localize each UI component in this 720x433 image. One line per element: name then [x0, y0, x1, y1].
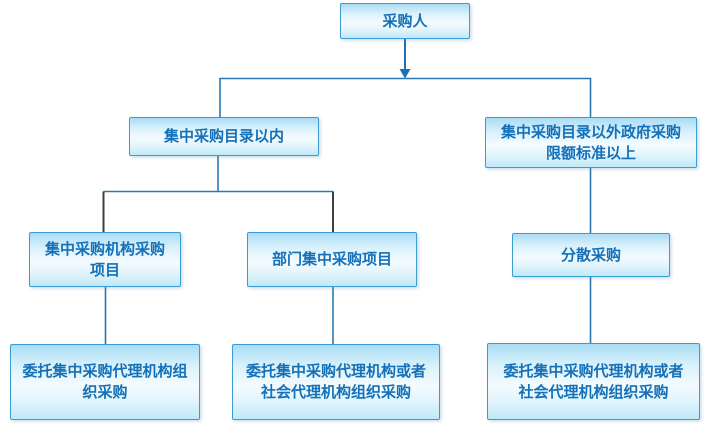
node-centralized-agency-project: 集中采购机构采购 项目	[29, 232, 181, 287]
node-entrust-agency-or-social-mid-label: 委托集中采购代理机构或者 社会代理机构组织采购	[245, 362, 426, 401]
node-entrust-centralized-agency: 委托集中采购代理机构组 织采购	[10, 344, 200, 420]
connector-within-split	[103, 156, 333, 193]
node-department-centralized-project: 部门集中采购项目	[247, 232, 417, 287]
node-department-centralized-project-label: 部门集中采购项目	[271, 250, 392, 268]
node-within-catalog: 集中采购目录以内	[129, 117, 319, 156]
node-purchaser: 采购人	[340, 3, 470, 39]
node-outside-catalog: 集中采购目录以外政府采购 限额标准以上	[485, 117, 697, 168]
node-entrust-agency-or-social-mid: 委托集中采购代理机构或者 社会代理机构组织采购	[232, 344, 440, 420]
node-decentralized-procurement-label: 分散采购	[560, 245, 621, 264]
node-outside-catalog-label: 集中采购目录以外政府采购 限额标准以上	[500, 122, 681, 162]
connector-top-split	[219, 77, 592, 117]
node-within-catalog-label: 集中采购目录以内	[163, 127, 284, 145]
node-entrust-centralized-agency-label: 委托集中采购代理机构组 织采购	[22, 362, 188, 401]
down-arrowhead-icon	[399, 69, 411, 79]
node-decentralized-procurement: 分散采购	[512, 233, 670, 277]
node-entrust-agency-or-social-right: 委托集中采购代理机构或者 社会代理机构组织采购	[487, 343, 700, 420]
node-entrust-agency-or-social-right-label: 委托集中采购代理机构或者 社会代理机构组织采购	[503, 361, 684, 401]
node-centralized-agency-project-label: 集中采购机构采购 项目	[44, 239, 165, 279]
node-purchaser-label: 采购人	[382, 11, 428, 30]
